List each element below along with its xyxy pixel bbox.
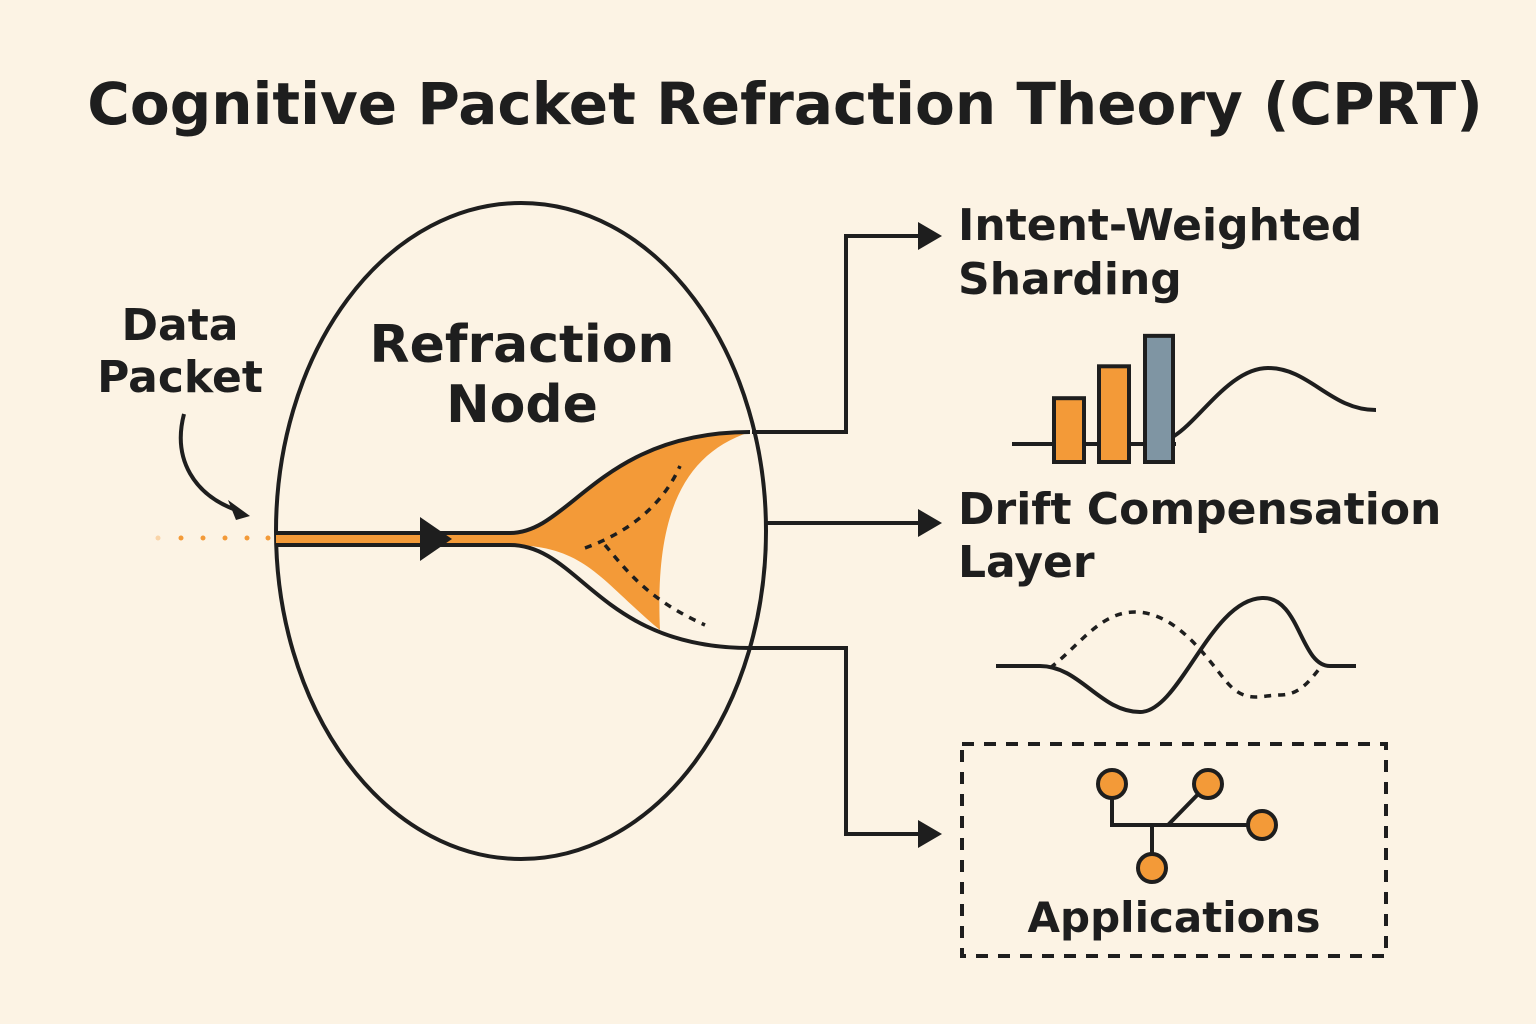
bar-chart-icon: [1012, 333, 1176, 465]
connector-arrowhead-1-icon: [918, 222, 942, 250]
applications-label: Applications: [1028, 893, 1321, 942]
intent-weighted-label-line2: Sharding: [958, 254, 1182, 305]
applications-box: [960, 742, 1388, 958]
connector-intent-weighted: [752, 234, 918, 434]
refraction-node-label-line2: Node: [446, 375, 598, 435]
drift-wave-icon: [996, 595, 1356, 715]
pointer-arrow: [178, 413, 237, 512]
page-title: Cognitive Packet Refraction Theory (CPRT…: [87, 70, 1482, 138]
bar-2: [1097, 364, 1131, 464]
refraction-dashed-upper: [584, 465, 682, 550]
data-packet-label-line1: Data: [122, 300, 239, 351]
pointer-arrowhead-icon: [228, 500, 250, 520]
beam-direction-arrow-icon: [420, 517, 452, 561]
network-tree-icon: [1096, 768, 1278, 884]
refraction-node-label-line1: Refraction: [370, 315, 675, 375]
incoming-beam: [276, 533, 516, 545]
beam-upper-edge: [276, 430, 751, 535]
wave-icon: [1172, 365, 1377, 438]
drift-compensation-label-line2: Layer: [958, 537, 1095, 588]
intent-weighted-label-line1: Intent-Weighted: [958, 200, 1362, 251]
refraction-dashed-lower: [603, 543, 706, 627]
data-packet-label-line2: Packet: [97, 352, 263, 403]
refraction-fan: [510, 432, 750, 630]
connector-applications: [750, 646, 918, 836]
bar-1: [1052, 396, 1086, 465]
incoming-dotted-line: [155, 535, 271, 541]
connector-arrowhead-3-icon: [918, 820, 942, 848]
bar-3: [1143, 333, 1175, 465]
drift-compensation-label-line1: Drift Compensation: [958, 484, 1441, 535]
connector-arrowhead-2-icon: [918, 509, 942, 537]
beam-lower-edge: [276, 543, 751, 650]
